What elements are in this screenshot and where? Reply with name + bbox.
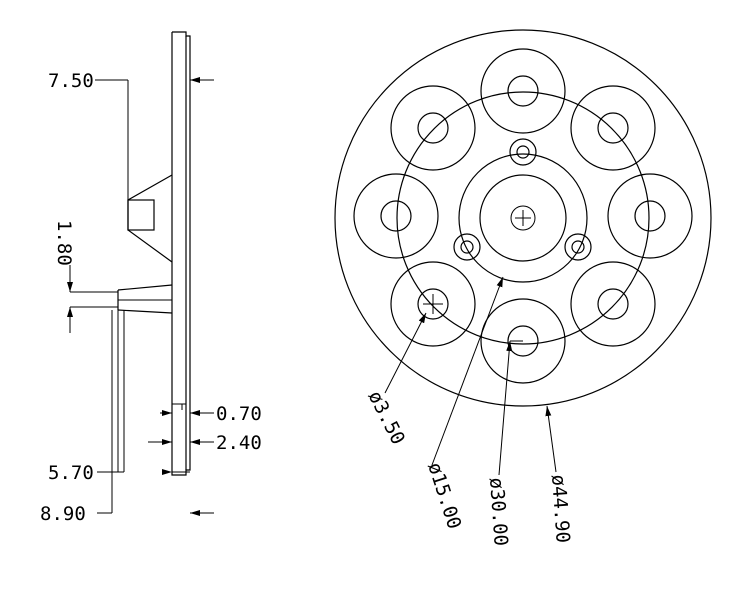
center-lens-outer bbox=[458, 153, 588, 283]
outer-circle bbox=[334, 29, 712, 407]
pitch-circle bbox=[396, 91, 650, 345]
lens-sw-cross-icon bbox=[423, 294, 443, 314]
dim-5-70: 5.70 bbox=[48, 310, 190, 484]
dim-label-7-50: 7.50 bbox=[48, 70, 94, 92]
dim-7-50: 7.50 bbox=[48, 70, 214, 200]
leader-44-90: ø44.90 bbox=[545, 405, 574, 544]
leader-3-50: ø3.50 bbox=[364, 312, 427, 448]
dim-label-44-90: ø44.90 bbox=[547, 474, 574, 544]
leader-30-00: ø30.00 bbox=[485, 340, 523, 547]
side-view: 7.50 1.80 0.70 2.40 bbox=[40, 31, 262, 525]
dim-0-70: 0.70 bbox=[160, 403, 262, 425]
lens-nw bbox=[390, 85, 476, 171]
dim-label-2-40: 2.40 bbox=[216, 432, 262, 454]
center-lens-inner bbox=[479, 174, 567, 262]
dim-1-80: 1.80 bbox=[53, 220, 118, 333]
center-cross-icon bbox=[510, 205, 536, 231]
dim-label-30-00: ø30.00 bbox=[485, 477, 512, 547]
dim-2-40: 2.40 bbox=[148, 432, 262, 454]
dim-label-8-90: 8.90 bbox=[40, 503, 86, 525]
mount-hole-right bbox=[564, 233, 592, 261]
dim-label-3-50: ø3.50 bbox=[364, 387, 410, 448]
lens-se bbox=[570, 261, 656, 347]
mount-hole-left bbox=[453, 233, 481, 261]
side-emitter-dome bbox=[127, 174, 173, 263]
lens-ne bbox=[570, 85, 656, 171]
side-tab bbox=[117, 284, 173, 314]
side-plate-outline bbox=[171, 31, 191, 476]
lens-e bbox=[607, 173, 693, 259]
lens-sw bbox=[390, 261, 476, 347]
lens-w bbox=[353, 173, 439, 259]
top-view: ø3.50 ø15.00 ø30.00 ø44.90 bbox=[334, 29, 712, 547]
dim-label-0-70: 0.70 bbox=[216, 403, 262, 425]
dim-label-1-80: 1.80 bbox=[53, 220, 75, 266]
dim-label-5-70: 5.70 bbox=[48, 462, 94, 484]
dim-8-90: 8.90 bbox=[40, 310, 214, 525]
lens-n bbox=[480, 48, 566, 134]
dim-label-15-00: ø15.00 bbox=[423, 460, 465, 532]
mount-hole-top bbox=[509, 138, 537, 166]
